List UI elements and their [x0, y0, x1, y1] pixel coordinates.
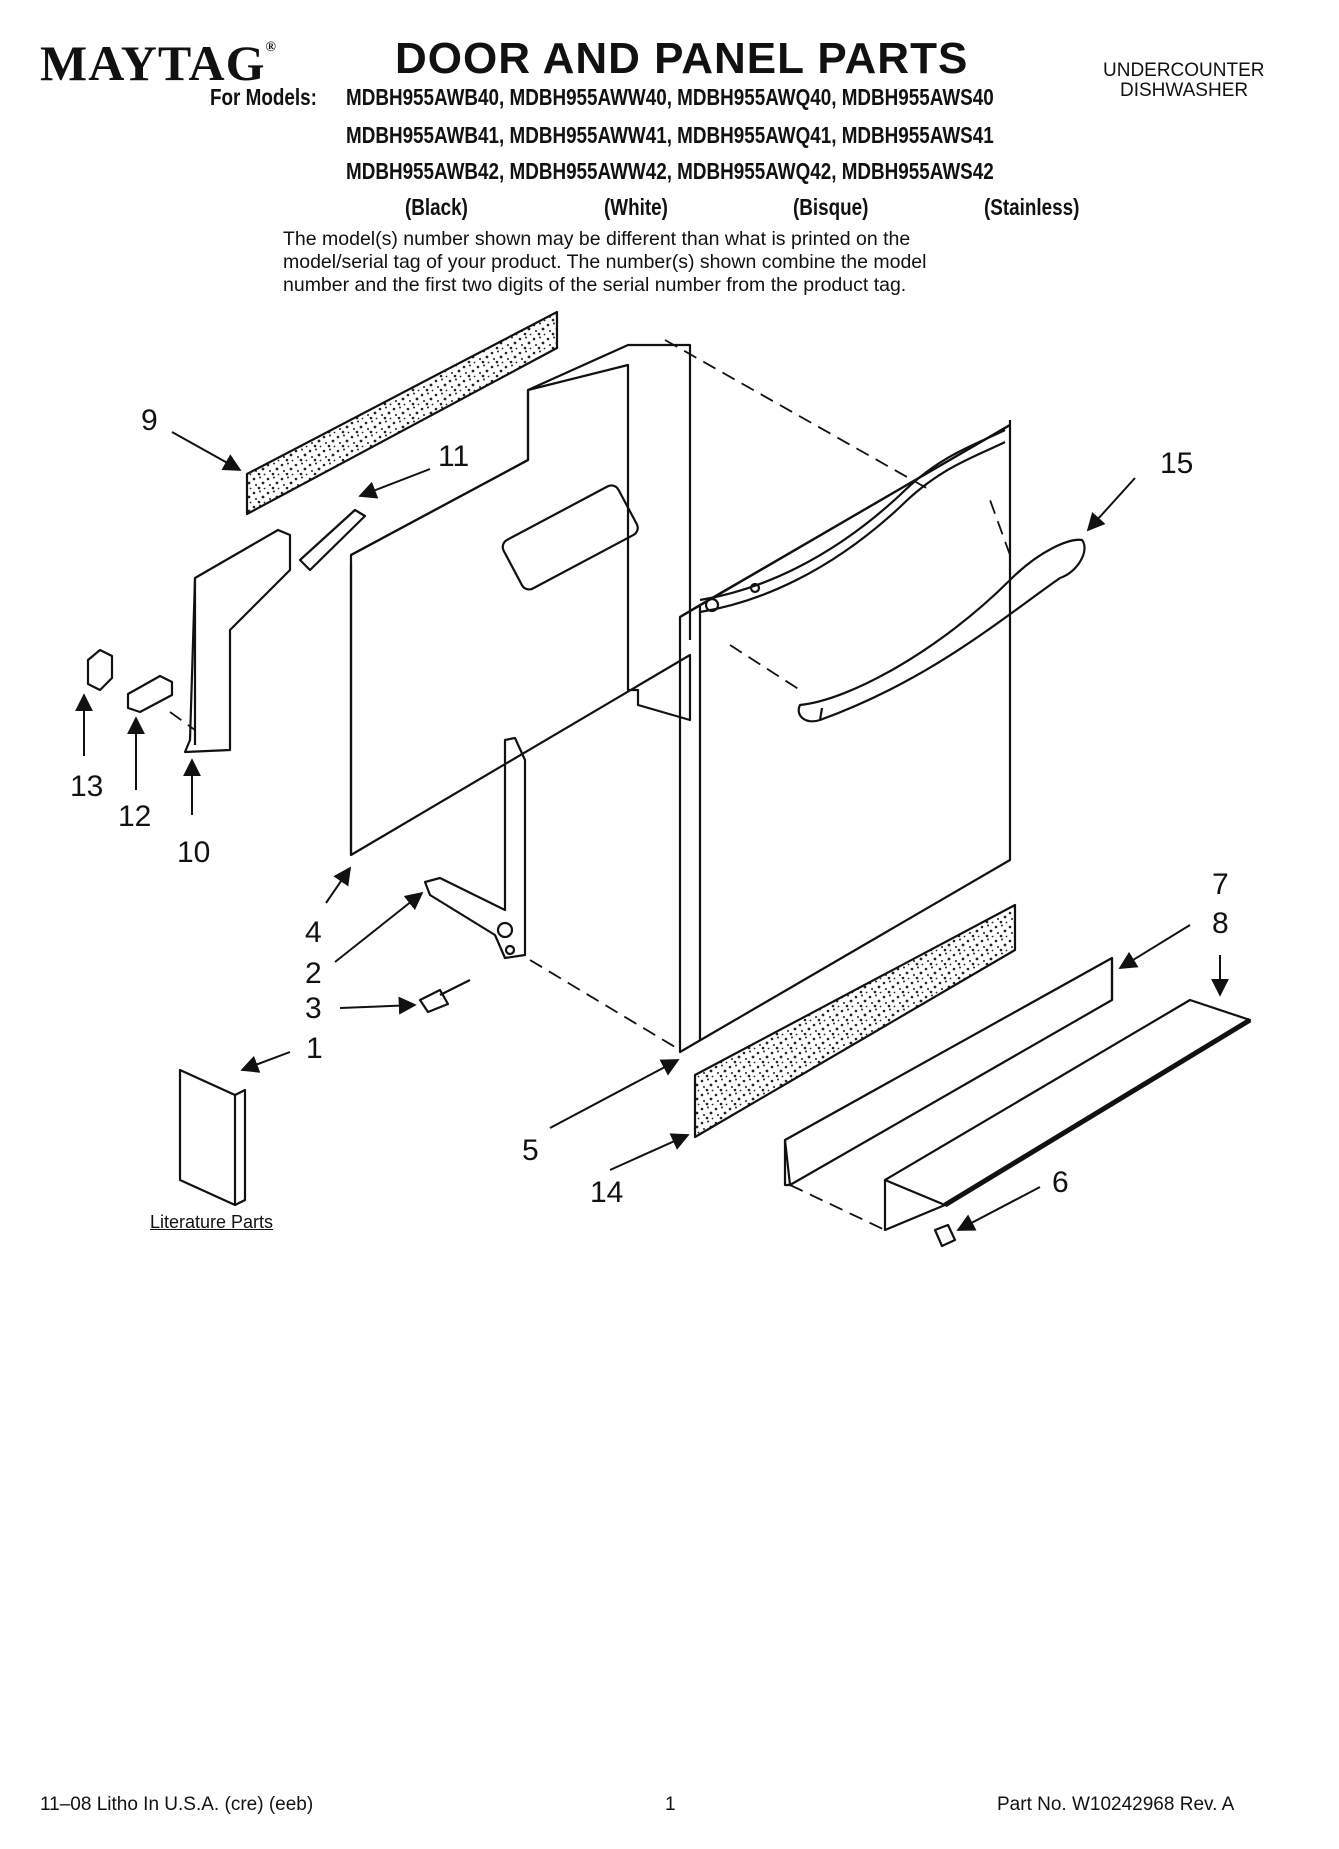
model-number-note: The model(s) number shown may be differe…: [283, 228, 927, 296]
part-3-screw: [418, 988, 450, 1014]
part-13-clip: [86, 648, 114, 692]
callout-6: 6: [1052, 1166, 1069, 1199]
color-bisque: (Bisque): [793, 194, 869, 220]
model-row-3: MDBH955AWB42, MDBH955AWW42, MDBH955AWQ42…: [346, 158, 994, 184]
callout-1: 1: [306, 1032, 323, 1065]
page-title: DOOR AND PANEL PARTS: [395, 34, 969, 83]
callout-14: 14: [590, 1176, 624, 1209]
callout-4: 4: [305, 916, 322, 949]
part-15-handle: [797, 538, 1086, 723]
callout-8: 8: [1212, 907, 1229, 940]
part-2-hinge-bracket: [423, 736, 527, 960]
footer-page-number: 1: [665, 1794, 676, 1815]
model-row-2: MDBH955AWB41, MDBH955AWW41, MDBH955AWQ41…: [346, 122, 994, 148]
models-label: For Models:: [210, 84, 317, 110]
color-stainless: (Stainless): [984, 194, 1080, 220]
callout-11: 11: [438, 440, 470, 473]
color-white: (White): [604, 194, 668, 220]
part-10-side-panel: [183, 528, 292, 754]
callout-7: 7: [1212, 868, 1229, 901]
product-line-1: UNDERCOUNTER: [1103, 60, 1265, 81]
model-row-1: MDBH955AWB40, MDBH955AWW40, MDBH955AWQ40…: [346, 84, 994, 110]
callout-15: 15: [1160, 447, 1194, 480]
callout-9: 9: [141, 404, 158, 437]
product-line-2: DISHWASHER: [1120, 80, 1249, 101]
callout-5: 5: [522, 1134, 539, 1167]
part-1-literature: [178, 1068, 237, 1207]
part-4-inner-panel: [349, 363, 692, 857]
callout-10: 10: [177, 836, 211, 869]
callout-12: 12: [118, 800, 152, 833]
footer-part-number: Part No. W10242968 Rev. A: [997, 1794, 1235, 1815]
part-11-bracket: [298, 508, 367, 572]
part-9-insulation-strip: [245, 310, 559, 516]
part-5-insulation-strip: [693, 903, 1017, 1139]
callout-2: 2: [305, 957, 322, 990]
maytag-logo: MAYTAG®: [40, 35, 277, 91]
callout-13: 13: [70, 770, 104, 803]
footer-litho: 11–08 Litho In U.S.A. (cre) (eeb): [40, 1794, 314, 1815]
color-black: (Black): [405, 194, 468, 220]
detergent-opening: [501, 484, 639, 591]
part-6-screw: [933, 1223, 957, 1248]
callout-3: 3: [305, 992, 322, 1025]
part-12-block: [126, 674, 174, 714]
part-7-toe-panel: [783, 956, 1114, 1187]
literature-parts-label: Literature Parts: [150, 1212, 274, 1232]
